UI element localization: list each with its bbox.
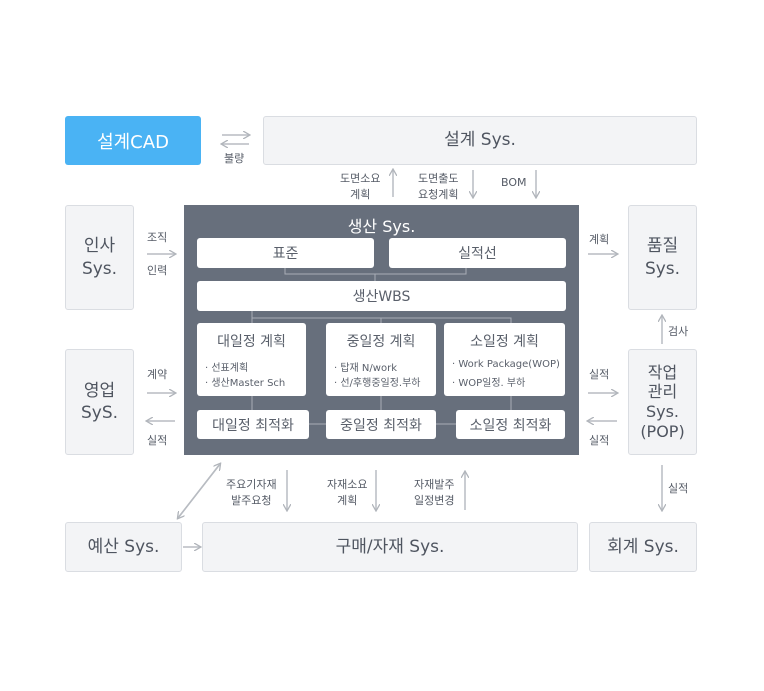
sales-sys-box[interactable]: 영업 SyS. [65, 349, 134, 455]
label-material-order: 자재발주 일정변경 [414, 478, 455, 507]
label-input: 인력 [147, 264, 168, 277]
minor-schedule-plan-box[interactable]: 소일정 계획 · Work Package(WOP) · WOP일정. 부하 [444, 323, 565, 396]
minor-optimization-box[interactable]: 소일정 최적화 [456, 410, 565, 439]
plan-item: · 선/후행중일정.부하 [334, 378, 421, 389]
label-drawing-out: 도면출도 요청계획 [418, 172, 459, 201]
major-schedule-plan-box[interactable]: 대일정 계획 · 선표계획 · 생산Master Sch [197, 323, 306, 396]
label-bom: BOM [501, 176, 527, 189]
label-plan: 계획 [589, 233, 610, 246]
label-actual-account: 실적 [668, 482, 689, 495]
production-wbs-box[interactable]: 생산WBS [197, 281, 566, 311]
label-drawing-qty: 도면소요 계획 [340, 172, 381, 201]
plan-title: 소일정 계획 [470, 334, 539, 350]
major-optimization-box[interactable]: 대일정 최적화 [197, 410, 309, 439]
plan-title: 대일정 계획 [217, 334, 286, 350]
label-defect: 불량 [224, 152, 245, 165]
plan-item: · 탑재 N/work [334, 363, 397, 374]
quality-sys-box[interactable]: 품질 Sys. [628, 205, 697, 310]
design-sys-box[interactable]: 설계 Sys. [263, 116, 697, 165]
pop-sys-box[interactable]: 작업 관리 Sys. (POP) [628, 349, 697, 455]
label-contract: 계약 [147, 368, 168, 381]
purchase-sys-box[interactable]: 구매/자재 Sys. [202, 522, 578, 572]
budget-sys-box[interactable]: 예산 Sys. [65, 522, 182, 572]
production-inner-lines [251, 268, 512, 425]
accounting-sys-box[interactable]: 회계 Sys. [589, 522, 697, 572]
plan-item: · 생산Master Sch [205, 378, 286, 389]
actual-line-box[interactable]: 실적선 [389, 238, 566, 268]
plan-item: · 선표계획 [205, 363, 249, 374]
design-cad-box[interactable]: 설계CAD [65, 116, 201, 165]
label-actual-pop-in: 실적 [589, 368, 610, 381]
plan-item: · Work Package(WOP) [452, 359, 560, 370]
standard-box[interactable]: 표준 [197, 238, 374, 268]
label-actual-sales: 실적 [147, 434, 168, 447]
label-inspect: 검사 [668, 325, 689, 338]
production-sys-title: 생산 Sys. [347, 217, 416, 236]
hr-sys-box[interactable]: 인사 Sys. [65, 205, 134, 310]
label-material-qty: 자재소요 계획 [327, 478, 368, 507]
label-actual-pop-out: 실적 [589, 434, 610, 447]
label-org: 조직 [147, 231, 168, 244]
mid-optimization-box[interactable]: 중일정 최적화 [326, 410, 436, 439]
plan-title: 중일정 계획 [346, 334, 416, 350]
production-sys-panel: 생산 Sys. 표준 실적선 생산WBS 대일정 계획 · 선표계획 · 생산M… [184, 205, 579, 455]
label-key-material: 주요기자재 발주요청 [226, 478, 277, 507]
plan-item: · WOP일정. 부하 [452, 378, 526, 389]
mid-schedule-plan-box[interactable]: 중일정 계획 · 탑재 N/work · 선/후행중일정.부하 [326, 323, 436, 396]
